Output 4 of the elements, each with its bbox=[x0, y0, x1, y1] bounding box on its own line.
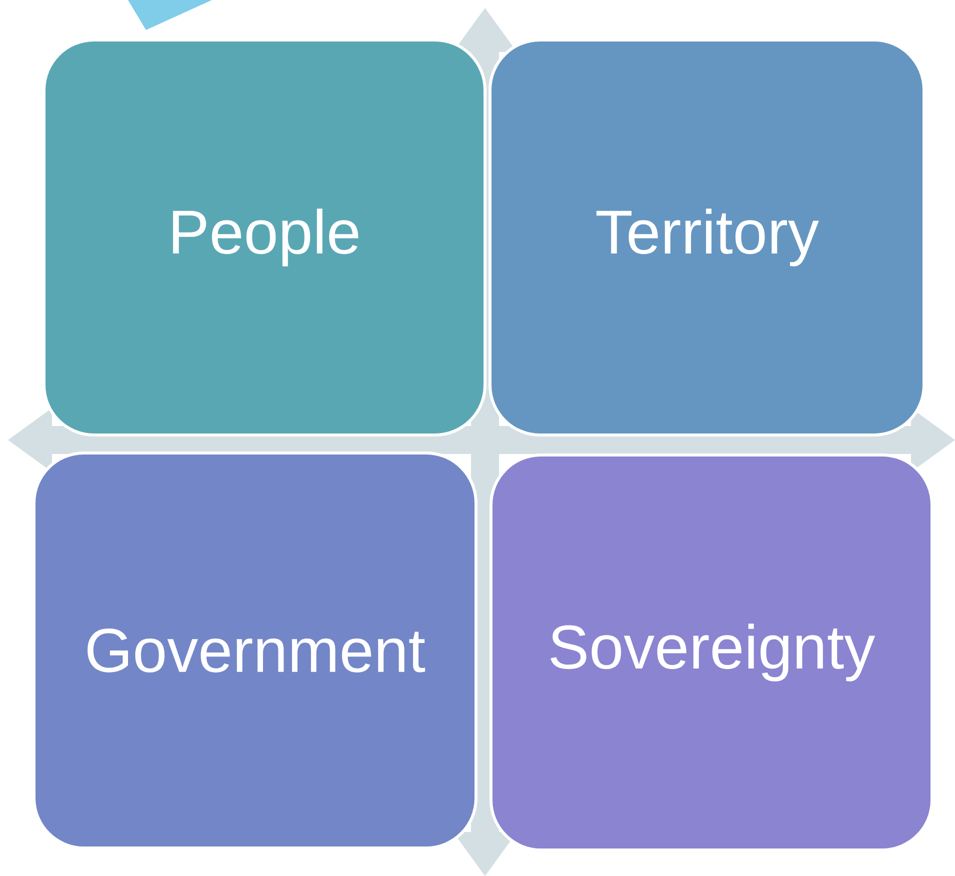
rounded-box: Territory bbox=[488, 38, 926, 436]
rounded-box: Sovereignty bbox=[490, 454, 934, 852]
rounded-box: Government bbox=[32, 452, 478, 850]
rounded-box: People bbox=[42, 38, 486, 436]
